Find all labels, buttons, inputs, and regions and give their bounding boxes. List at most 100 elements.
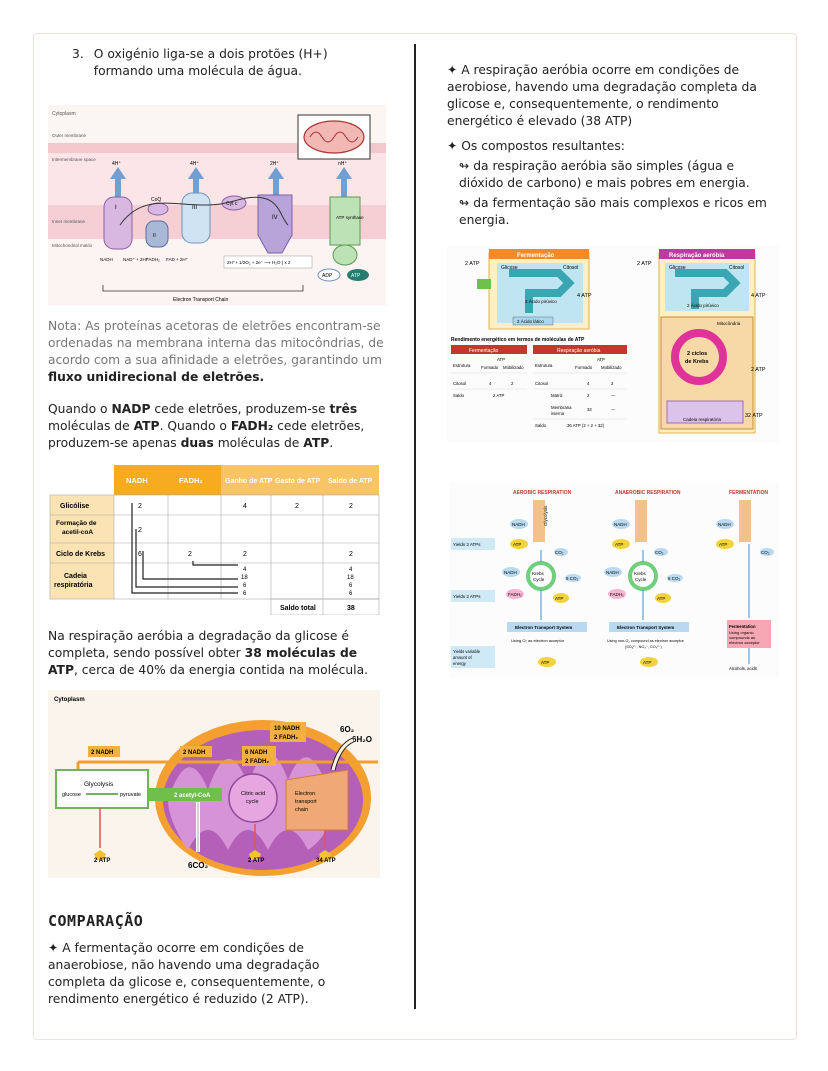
comparison-heading: COMPARAÇÃO xyxy=(48,912,144,930)
resp-estrutura: Estrutura xyxy=(535,363,553,368)
th-nadh: NADH xyxy=(126,476,148,485)
cell-cadeia-ganho-2: 18 xyxy=(241,575,248,581)
cell-glic-nadh: 2 xyxy=(138,503,142,510)
cell-cadeia-saldo-4: 6 xyxy=(349,591,353,597)
nota-text: Nota: As proteínas acetoras de eletrões … xyxy=(48,319,384,367)
ferm-box-2: Using organic xyxy=(729,630,753,635)
nadh-b2: NADH xyxy=(614,522,627,527)
krebs-label-1: 2 ciclos xyxy=(687,351,707,357)
nad-label: NAD⁺ + 2H⁺ xyxy=(123,257,149,262)
rend-title: Rendimento energético em termos de moléc… xyxy=(451,337,585,343)
glicose-label-1: Glicose xyxy=(501,265,518,271)
fadh-2: 2 FADH₂ xyxy=(245,759,269,765)
text-span: cede eletrões, produzem-se apenas xyxy=(48,419,365,450)
nadh-box-3 xyxy=(242,746,276,766)
h-label-1: 4H⁺ xyxy=(112,161,121,167)
atp32: 32 ATP xyxy=(745,413,763,419)
ferm-atp-h: ATP xyxy=(497,357,505,362)
list-text: O oxigénio liga-se a dois protões (H+) f… xyxy=(93,47,328,78)
complex-2 xyxy=(145,220,169,248)
resp-dash1: — xyxy=(611,393,616,398)
resp-mobilizado: Mobilizado xyxy=(601,365,622,370)
co2-b2: CO₂ xyxy=(655,550,664,555)
bold-span: NADP xyxy=(111,402,151,416)
ferm-title: Fermentação xyxy=(517,253,555,259)
atp-synthase xyxy=(329,196,361,246)
nota-bold: fluxo unidirecional de eletrões. xyxy=(48,370,265,384)
bold-span: ATP xyxy=(133,419,160,433)
anaer-title: ANAEROBIC RESPIRATION xyxy=(615,490,681,496)
glicose-label-2: Glicose xyxy=(669,265,686,271)
bold-span: três xyxy=(329,402,358,416)
resp-membrana: Membrana xyxy=(551,405,572,410)
comparison-paragraph: ✦ A fermentação ocorre em condições de a… xyxy=(48,940,378,1008)
citric-label-2: cycle xyxy=(246,799,259,805)
atp-table-figure: NADH FADH₂ Ganho de ATP Gasto de ATP Sal… xyxy=(48,463,383,615)
fad-label: FAD + 2H⁺ xyxy=(166,257,189,262)
nadh-10: 10 NADH xyxy=(274,726,300,732)
acido-latico: 2 Ácido lático xyxy=(517,318,544,324)
etc-label-1: Electron xyxy=(295,791,315,797)
nadh-box-2 xyxy=(180,746,212,757)
etc-label-2: transport xyxy=(295,799,317,805)
cell-cadeia-ganho-3: 6 xyxy=(243,583,247,589)
fadh-k2: FADH₂ xyxy=(610,592,624,597)
etc-wedge xyxy=(285,769,349,831)
text-span: moléculas de xyxy=(48,419,134,433)
fermentation-figure: Fermentação Glicose Citosol 2 Ácido láti… xyxy=(447,245,779,442)
yields-var-1: Yields variable xyxy=(453,649,481,654)
atp-b2: ATP xyxy=(615,542,623,547)
citosol-label-2: Citosol xyxy=(729,265,744,271)
ferm-saldo-val: 2 ATP xyxy=(493,393,505,398)
bold-span: duas xyxy=(180,436,214,450)
resp-saldo: Saldo xyxy=(535,423,547,428)
yields-var-2: amount of xyxy=(453,655,472,660)
row-label-glicolise: Glicólise xyxy=(60,503,89,510)
text-span: , cerca de 40% da energia contida na mol… xyxy=(73,663,369,677)
total-label: Saldo total xyxy=(280,605,316,612)
complex-2-label: II xyxy=(153,233,156,239)
left-column: 3. O oxigénio liga-se a dois protões (H+… xyxy=(48,46,388,80)
atp-ets2: ATP xyxy=(643,660,651,665)
cell-cadeia-saldo-1: 4 xyxy=(349,567,353,573)
h-label-4: nH⁺ xyxy=(338,161,347,167)
glucose-label: glucose xyxy=(62,792,81,798)
text-span: cede eletrões, produzem-se xyxy=(150,402,330,416)
resp-formado: Formado xyxy=(575,365,593,370)
atp-b1: ATP xyxy=(513,542,521,547)
acido-piruvico-1: 2 Ácido pirúvico xyxy=(525,298,557,304)
th-ganho: Ganho de ATP xyxy=(225,478,273,485)
fadh-2b: 2 FADH₂ xyxy=(274,735,298,741)
complex-3 xyxy=(181,192,211,244)
cell-glic-ganho: 4 xyxy=(243,503,247,510)
ferm-v4: 4 xyxy=(489,381,492,386)
resp-v32: 32 xyxy=(587,407,592,412)
right-paragraph-4: ↬ da fermentação são mais complexos e ri… xyxy=(459,196,767,227)
co2-b1: CO₂ xyxy=(555,550,564,555)
text-span: moléculas de xyxy=(213,436,304,450)
bold-span: FADH₂ xyxy=(230,419,274,433)
atp-k2: ATP xyxy=(657,596,665,601)
h-label-2: 4H⁺ xyxy=(190,161,199,167)
resp-citosol: Citosol xyxy=(535,381,548,386)
pyruvate-label: pyruvate xyxy=(120,792,141,798)
using-non-o2-2: (SO₄²⁻, NO₃⁻, CO₃²⁻) xyxy=(625,645,663,649)
using-o2: Using O₂ as electron acceptor xyxy=(511,638,565,643)
nadh-box-4 xyxy=(270,722,306,742)
cell-cadeia-saldo-3: 6 xyxy=(349,583,353,589)
th-fadh: FADH₂ xyxy=(179,476,203,485)
cell-krebs-ganho: 2 xyxy=(243,551,247,558)
text-span: Na respiração aeróbia a degradação da gl… xyxy=(48,629,349,660)
acetyl-label: 2 acetyl-CoA xyxy=(174,793,211,799)
ferm-mobilizado: Mobilizado xyxy=(503,365,524,370)
h-label-3: 2H⁺ xyxy=(270,161,279,167)
cadeia-label: Cadeia respiratória xyxy=(683,417,722,422)
ets-2: Electron Transport System xyxy=(617,625,674,630)
atp-label: ATP xyxy=(351,273,361,279)
co2-b3: CO₂ xyxy=(761,550,770,555)
krebs-2b: Cycle xyxy=(635,577,647,582)
cell-acetil-nadh: 2 xyxy=(138,527,142,534)
etc-chain-label: Electron Transport Chain xyxy=(173,297,229,303)
cell-krebs-fadh: 2 xyxy=(188,551,192,558)
citric-cycle xyxy=(228,773,278,823)
